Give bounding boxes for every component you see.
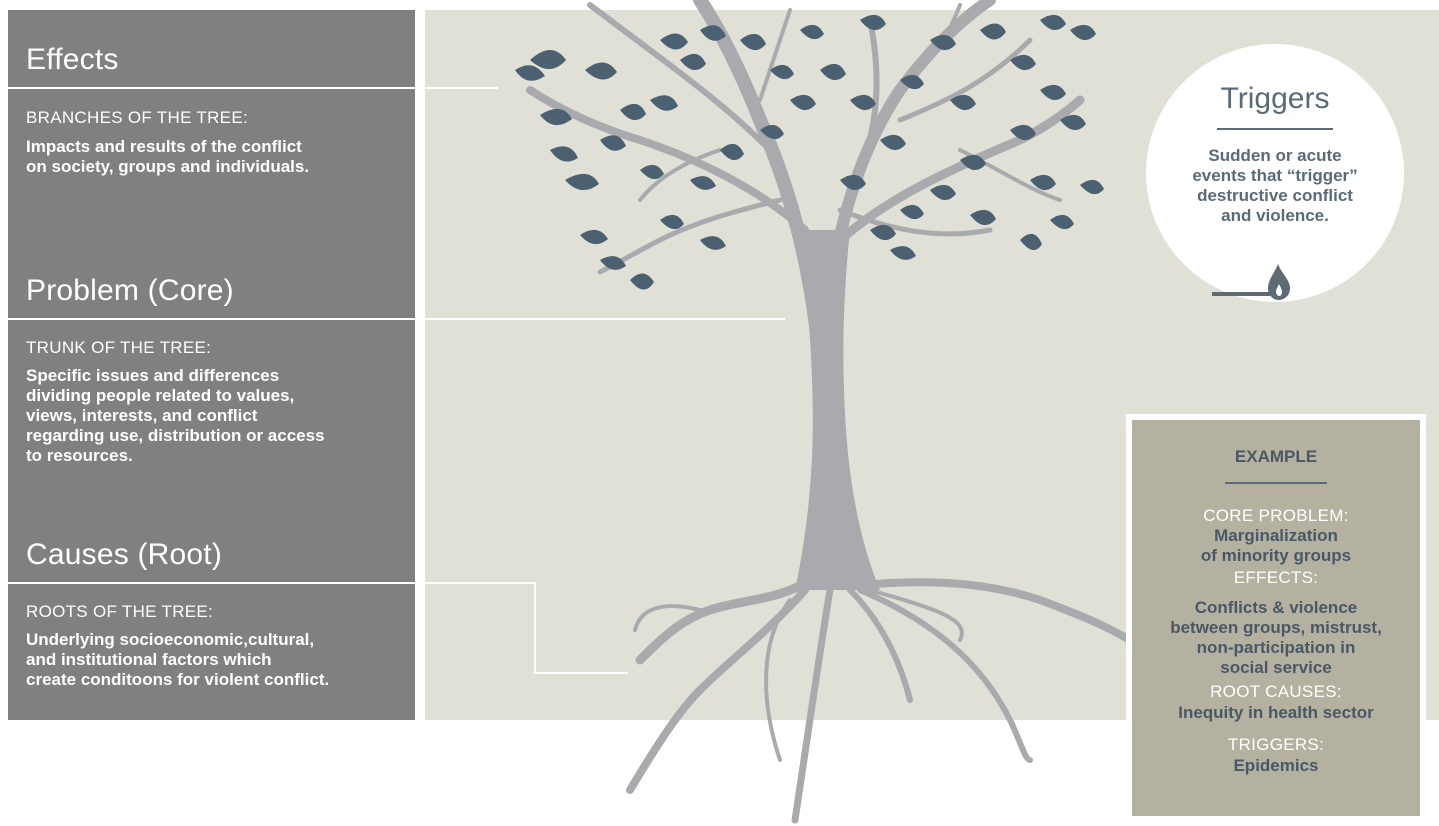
- example-root-line: Inequity in health sector: [1178, 703, 1374, 722]
- problem-divider: [8, 318, 415, 320]
- problem-description-line: Specific issues and differences: [26, 366, 280, 385]
- tree-legend-panel: Effects BRANCHES OF THE TREE: Impacts an…: [8, 10, 415, 720]
- triggers-title: Triggers: [1220, 82, 1330, 115]
- example-triggers-line: Epidemics: [1233, 756, 1319, 775]
- effects-divider: [8, 87, 415, 89]
- example-effects-line: Conflicts & violence: [1194, 598, 1358, 617]
- causes-description-line: create conditoons for violent conflict.: [26, 670, 330, 689]
- problem-description-line: regarding use, distribution or access: [26, 426, 325, 445]
- example-root-value: Inequity in health sector: [1132, 703, 1420, 723]
- problem-description-line: to resources.: [26, 446, 133, 465]
- causes-description-line: and institutional factors which: [26, 650, 272, 669]
- problem-title: Problem (Core): [26, 274, 234, 307]
- triggers-description-line: destructive conflict: [1197, 186, 1353, 205]
- causes-description: Underlying socioeconomic,cultural, and i…: [26, 630, 411, 690]
- tree-roots: [626, 575, 1164, 824]
- example-title: EXAMPLE: [1234, 447, 1318, 466]
- tree-branches: [526, 0, 1085, 367]
- tree-trunk: [795, 230, 880, 590]
- example-box: EXAMPLE CORE PROBLEM: Marginalization of…: [1126, 414, 1426, 822]
- triggers-description-line: and violence.: [1221, 206, 1329, 225]
- example-effects-line: social service: [1220, 658, 1332, 677]
- example-core-value: Marginalization of minority groups: [1132, 526, 1420, 566]
- triggers-description: Sudden or acute events that “trigger” de…: [1166, 146, 1384, 226]
- problem-description-line: dividing people related to values,: [26, 386, 295, 405]
- example-triggers-value: Epidemics: [1132, 756, 1420, 776]
- causes-description-line: Underlying socioeconomic,cultural,: [26, 630, 315, 649]
- example-root-label: ROOT CAUSES:: [1210, 682, 1342, 701]
- causes-subtitle: ROOTS OF THE TREE:: [26, 602, 214, 621]
- triggers-callout: Triggers Sudden or acute events that “tr…: [1146, 44, 1404, 302]
- effects-subtitle: BRANCHES OF THE TREE:: [26, 108, 248, 127]
- example-core-label: CORE PROBLEM:: [1203, 506, 1349, 525]
- example-divider: [1225, 482, 1327, 484]
- causes-title: Causes (Root): [26, 538, 223, 571]
- causes-divider: [8, 582, 415, 584]
- effects-title: Effects: [26, 43, 119, 76]
- triggers-description-line: Sudden or acute: [1208, 146, 1342, 165]
- example-effects-line: between groups, mistrust,: [1170, 618, 1382, 637]
- example-effects-label: EFFECTS:: [1233, 568, 1319, 587]
- effects-description-line: on society, groups and individuals.: [26, 157, 310, 176]
- problem-description-line: views, interests, and conflict: [26, 406, 258, 425]
- effects-description-line: Impacts and results of the conflict: [26, 137, 302, 156]
- tree-leaves: [515, 14, 1104, 290]
- match-flame-icon: [1212, 264, 1290, 300]
- example-core-line: of minority groups: [1200, 546, 1352, 565]
- triggers-divider: [1217, 128, 1333, 130]
- problem-subtitle: TRUNK OF THE TREE:: [26, 338, 212, 357]
- example-core-line: Marginalization: [1214, 526, 1338, 545]
- problem-description: Specific issues and differences dividing…: [26, 366, 411, 466]
- leader-lines: [415, 87, 785, 674]
- example-effects-line: non-participation in: [1196, 638, 1356, 657]
- example-triggers-label: TRIGGERS:: [1227, 735, 1325, 754]
- effects-description: Impacts and results of the conflict on s…: [26, 137, 411, 177]
- example-content: EXAMPLE CORE PROBLEM: Marginalization of…: [1132, 420, 1420, 816]
- triggers-description-line: events that “trigger”: [1192, 166, 1358, 185]
- example-effects-value: Conflicts & violence between groups, mis…: [1132, 598, 1420, 678]
